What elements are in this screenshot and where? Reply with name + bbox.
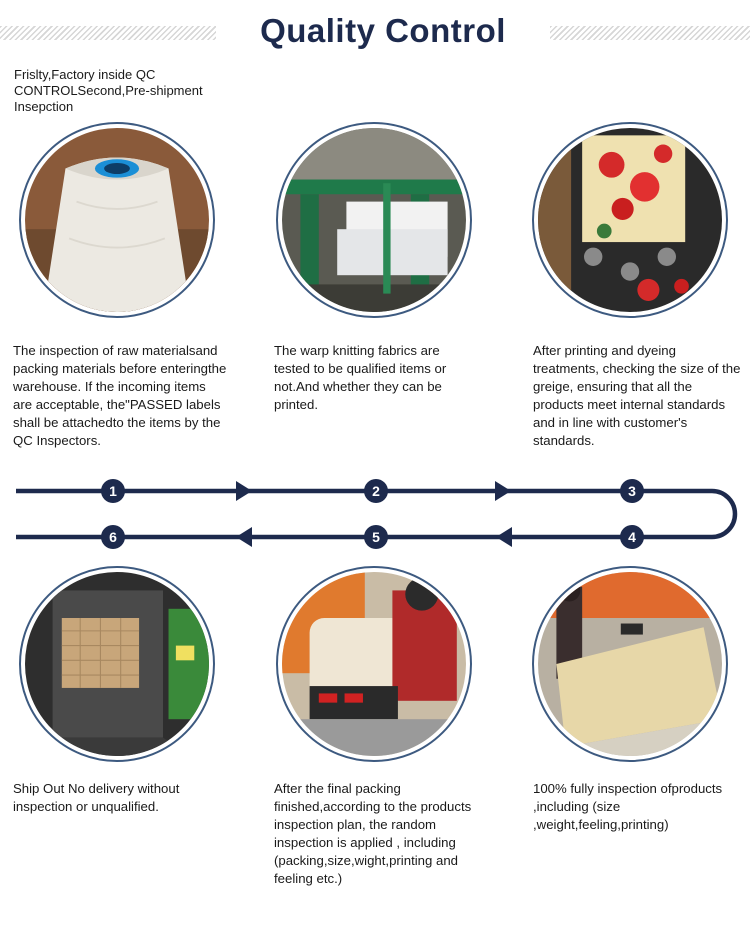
left-arrow-icon xyxy=(236,527,252,547)
step-3-badge: 3 xyxy=(620,479,644,503)
step-3-number: 3 xyxy=(628,483,636,499)
page-title: Quality Control xyxy=(260,12,506,49)
step-6-number: 6 xyxy=(109,529,117,545)
decorative-stripe-right xyxy=(550,26,750,40)
header: Quality Control xyxy=(0,0,750,70)
warp-knitting-machine-photo xyxy=(276,122,472,318)
step-4-badge: 4 xyxy=(620,525,644,549)
step-2-description: The warp knitting fabrics are tested to … xyxy=(274,343,447,412)
step-5-description: After the final packing finished,accordi… xyxy=(274,781,472,886)
step-1-badge: 1 xyxy=(101,479,125,503)
step-4-number: 4 xyxy=(628,529,636,545)
step-2-number: 2 xyxy=(372,483,380,499)
right-arrow-icon xyxy=(495,481,511,501)
shipping-container-photo xyxy=(19,566,215,762)
left-arrow-icon xyxy=(496,527,512,547)
process-flow-track: 1 2 3 6 5 4 xyxy=(16,479,738,549)
step-3-description: After printing and dyeing treatments, ch… xyxy=(533,343,741,448)
decorative-stripe-left xyxy=(0,26,216,40)
step-5-badge: 5 xyxy=(364,525,388,549)
step-2-badge: 2 xyxy=(364,479,388,503)
step-6-badge: 6 xyxy=(101,525,125,549)
weighing-inspection-photo xyxy=(276,566,472,762)
step-1-description: The inspection of raw materialsand packi… xyxy=(13,343,227,448)
yarn-cone-photo xyxy=(19,122,215,318)
fabric-inspection-table-photo xyxy=(532,566,728,762)
step-1-number: 1 xyxy=(109,483,117,499)
right-arrow-icon xyxy=(236,481,252,501)
intro-text: Frislty,Factory inside QC CONTROLSecond,… xyxy=(14,67,203,114)
step-4-description: 100% fully inspection ofproducts ,includ… xyxy=(533,781,723,832)
printed-fabric-photo xyxy=(532,122,728,318)
step-6-description: Ship Out No delivery without inspection … xyxy=(13,781,180,814)
step-5-number: 5 xyxy=(372,529,380,545)
